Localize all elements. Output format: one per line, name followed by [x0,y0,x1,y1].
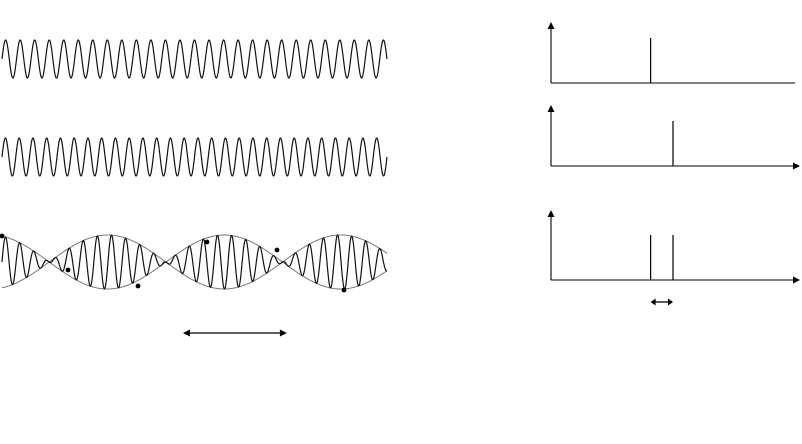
beat-period-arrow [182,329,287,337]
arrowhead-right [668,298,674,306]
frequency-axis-arrowhead [793,276,800,284]
beat-marker-dot [341,287,347,293]
beat-envelope-upper [1,234,388,263]
beat-waveform-group [0,233,388,293]
beat-envelope-lower [1,261,388,290]
beat-marker-dot [135,283,141,289]
amplitude-axis-arrowhead [547,210,555,217]
beat-marker-dot [65,267,71,273]
frequency-axis-arrowhead [793,162,800,170]
frequency-difference-arrow [650,298,674,306]
beat-marker-dot [274,247,280,253]
arrowhead-right [279,329,287,337]
arrowhead-left [650,298,656,306]
beat-marker-dot [204,239,210,245]
beat-markers [0,233,347,293]
waveform-1 [1,39,388,79]
beat-waveform [1,234,388,290]
beat-marker-dot [0,233,5,239]
frequency-domain-panel [547,22,800,306]
amplitude-axis-arrowhead [547,22,555,29]
spectrum-1 [547,22,795,84]
amplitude-axis-arrowhead [547,105,555,112]
spectrum-2 [547,105,800,170]
spectrum-combined [547,210,800,284]
time-domain-panel [0,39,388,337]
waveform-2 [1,137,388,177]
arrowhead-left [182,329,190,337]
